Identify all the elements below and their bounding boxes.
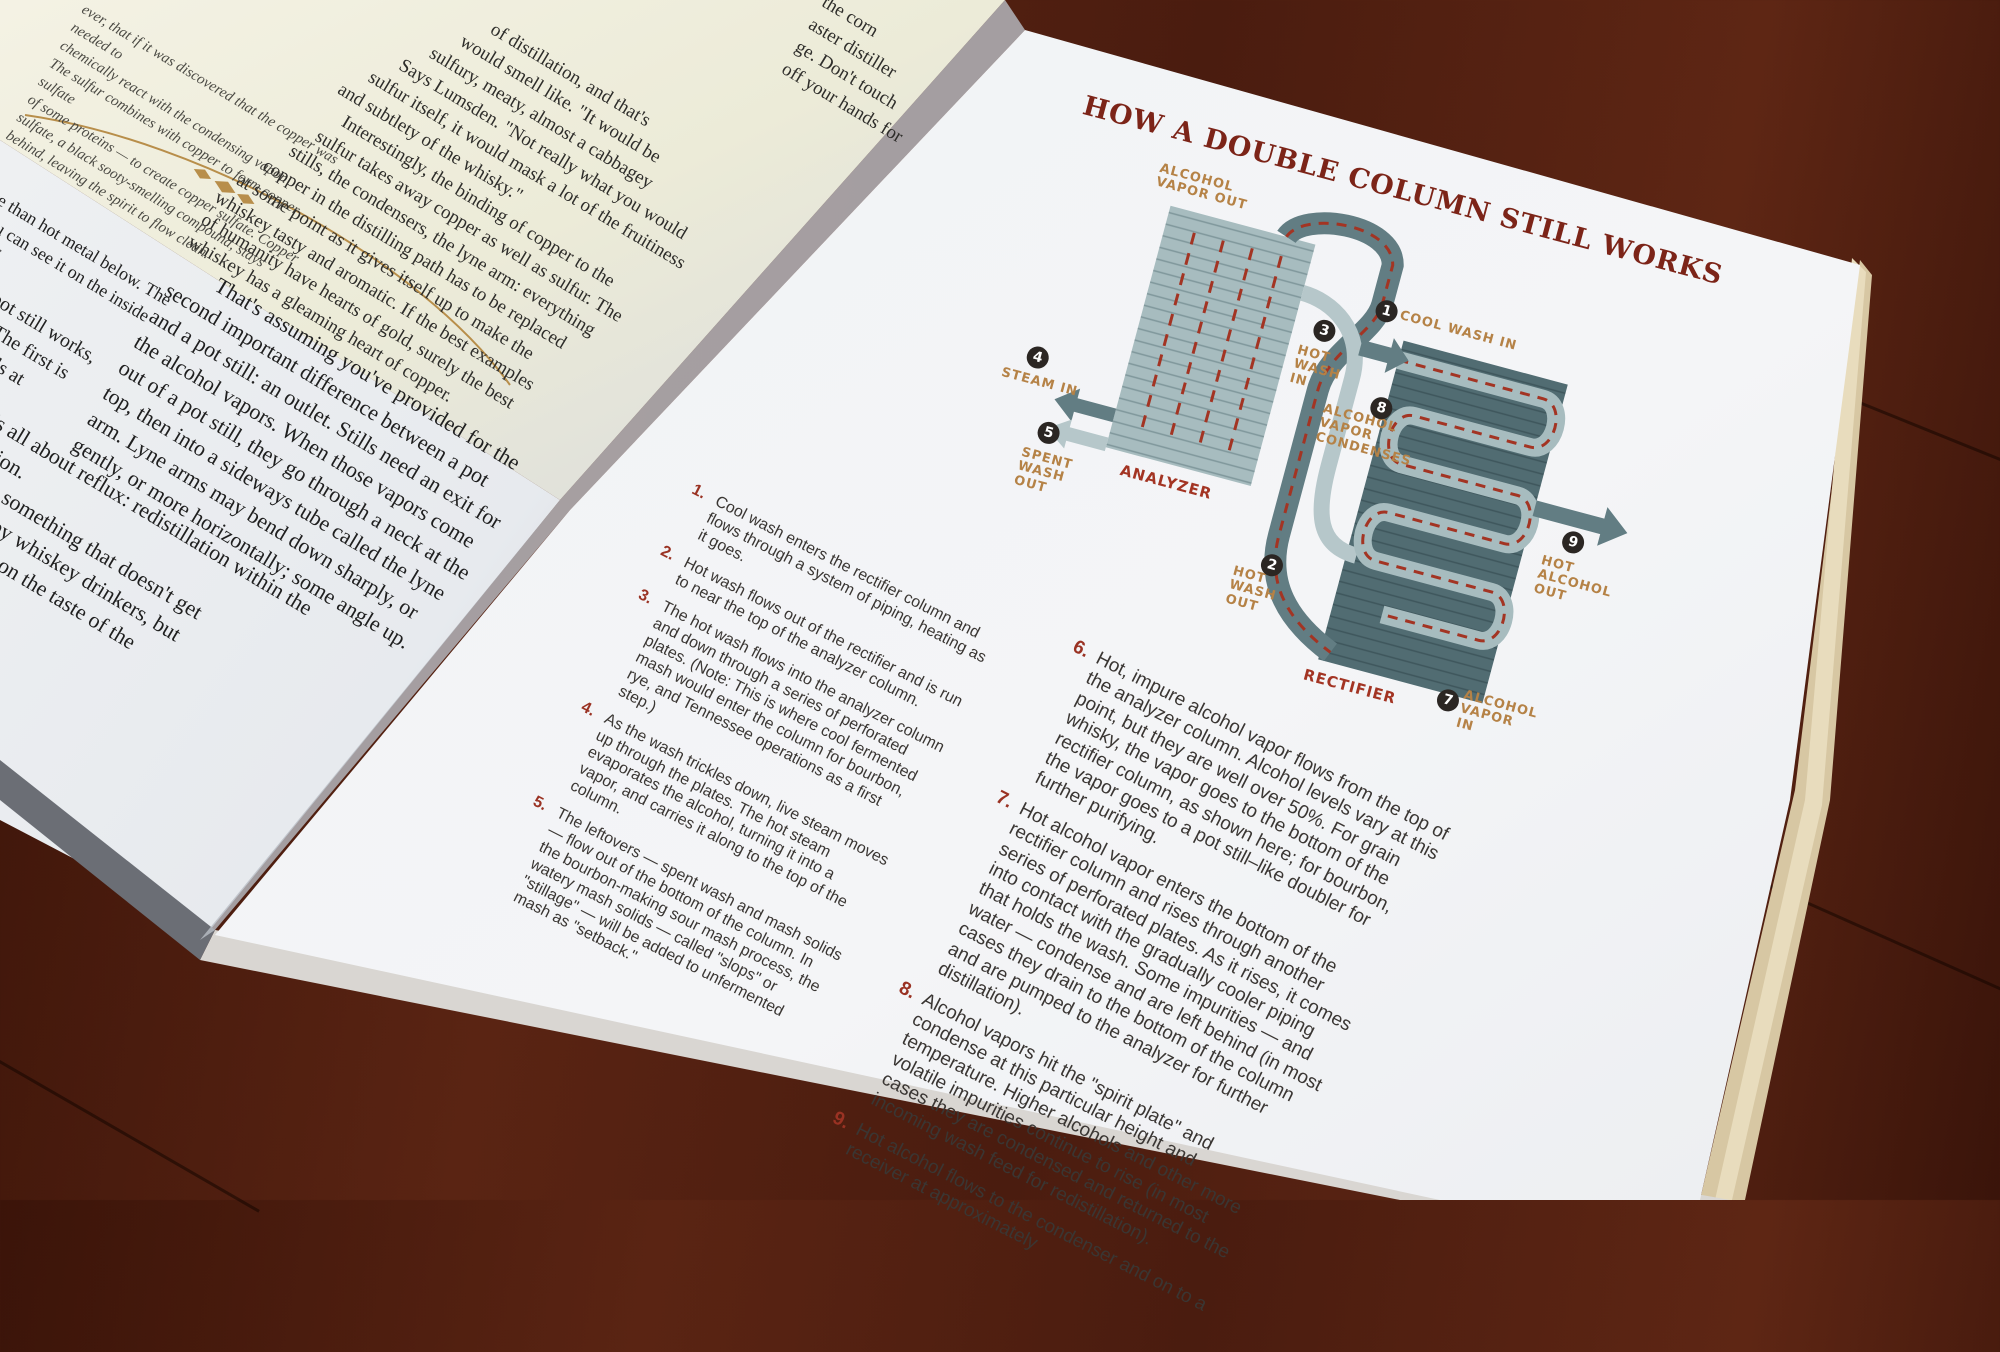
ornament-flourish — [193, 169, 255, 204]
steam-arrow — [1054, 388, 1117, 423]
still-diagram: HOW A DOUBLE COLUMN STILL WORKS — [925, 90, 1727, 859]
left-page-upper — [0, 0, 1005, 500]
hot-alcohol-arrow — [1532, 500, 1628, 546]
cool-wash-arrow — [1358, 338, 1409, 373]
ornament-divider — [24, 114, 511, 386]
left-page-lower — [0, 140, 560, 930]
analyzer-column — [1105, 205, 1316, 487]
hot-wash-pipe — [1300, 285, 1363, 564]
right-page — [215, 30, 1860, 1200]
spent-wash-arrow — [1046, 419, 1109, 452]
open-book — [0, 0, 1872, 1200]
diagram-drawing — [1046, 205, 1628, 704]
